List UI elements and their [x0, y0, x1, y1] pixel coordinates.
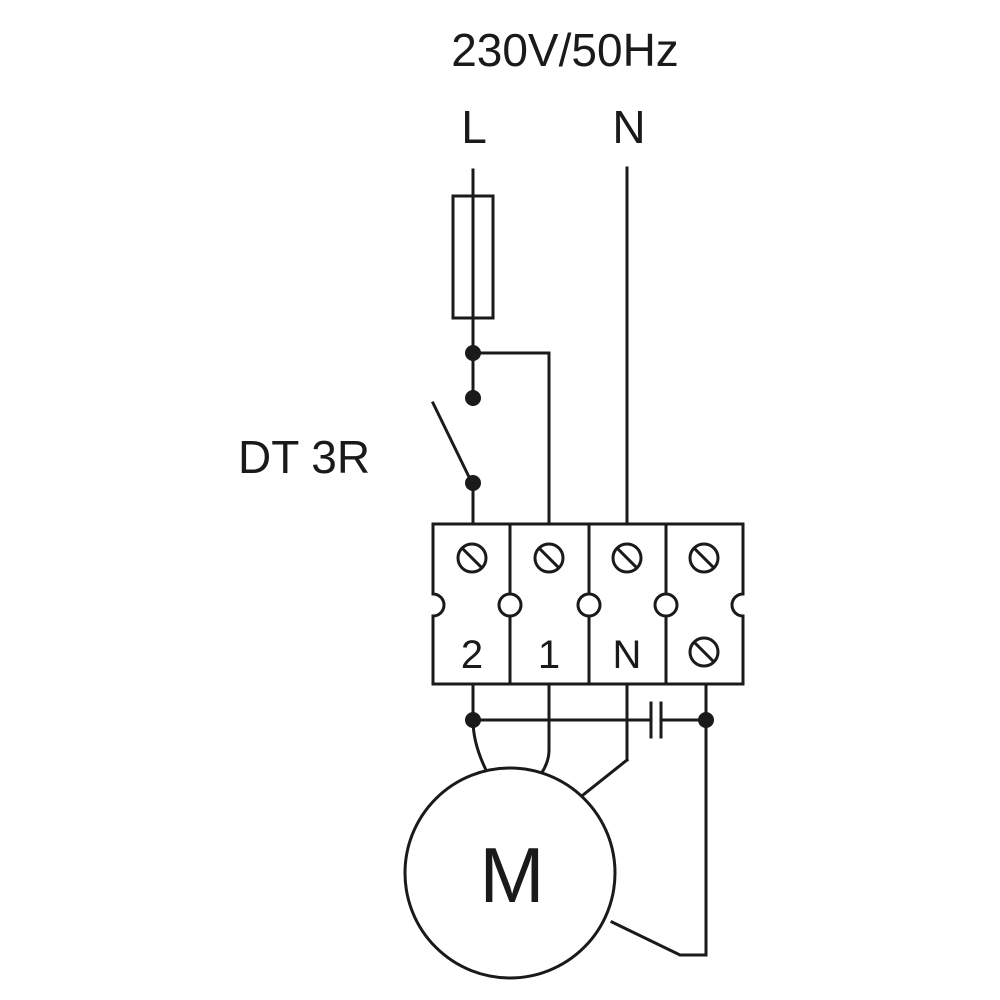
- supply-voltage-label: 230V/50Hz: [451, 24, 679, 76]
- terminal-screw-1: [533, 542, 565, 574]
- terminal-screw-n: [611, 542, 643, 574]
- motor: [403, 766, 617, 980]
- motor-label: M: [480, 831, 545, 919]
- switch-label: DT 3R: [238, 431, 370, 483]
- switch-contact-top: [465, 390, 481, 406]
- terminal-label-2: 2: [461, 633, 483, 677]
- terminal-link-hole-2: [576, 592, 602, 618]
- terminal-screw-2: [456, 542, 488, 574]
- line-label: L: [461, 101, 487, 153]
- motor-lead-middle: [538, 748, 551, 777]
- terminal-label-n: N: [613, 633, 642, 677]
- terminal-screw-4: [688, 542, 720, 574]
- terminal-link-hole-1: [497, 592, 523, 618]
- motor-lead-neutral: [580, 757, 630, 798]
- switch-blade: [430, 400, 474, 484]
- motor-lead-earth: [609, 919, 708, 957]
- terminal-link-hole-3: [653, 592, 679, 618]
- junction-dot-capacitor-right: [698, 712, 714, 728]
- terminal-screw-bottom-4: [688, 636, 720, 668]
- motor-lead-left: [471, 718, 491, 777]
- terminal-label-1: 1: [538, 633, 560, 677]
- wire-to-terminal-1: [471, 351, 551, 526]
- neutral-label: N: [612, 101, 645, 153]
